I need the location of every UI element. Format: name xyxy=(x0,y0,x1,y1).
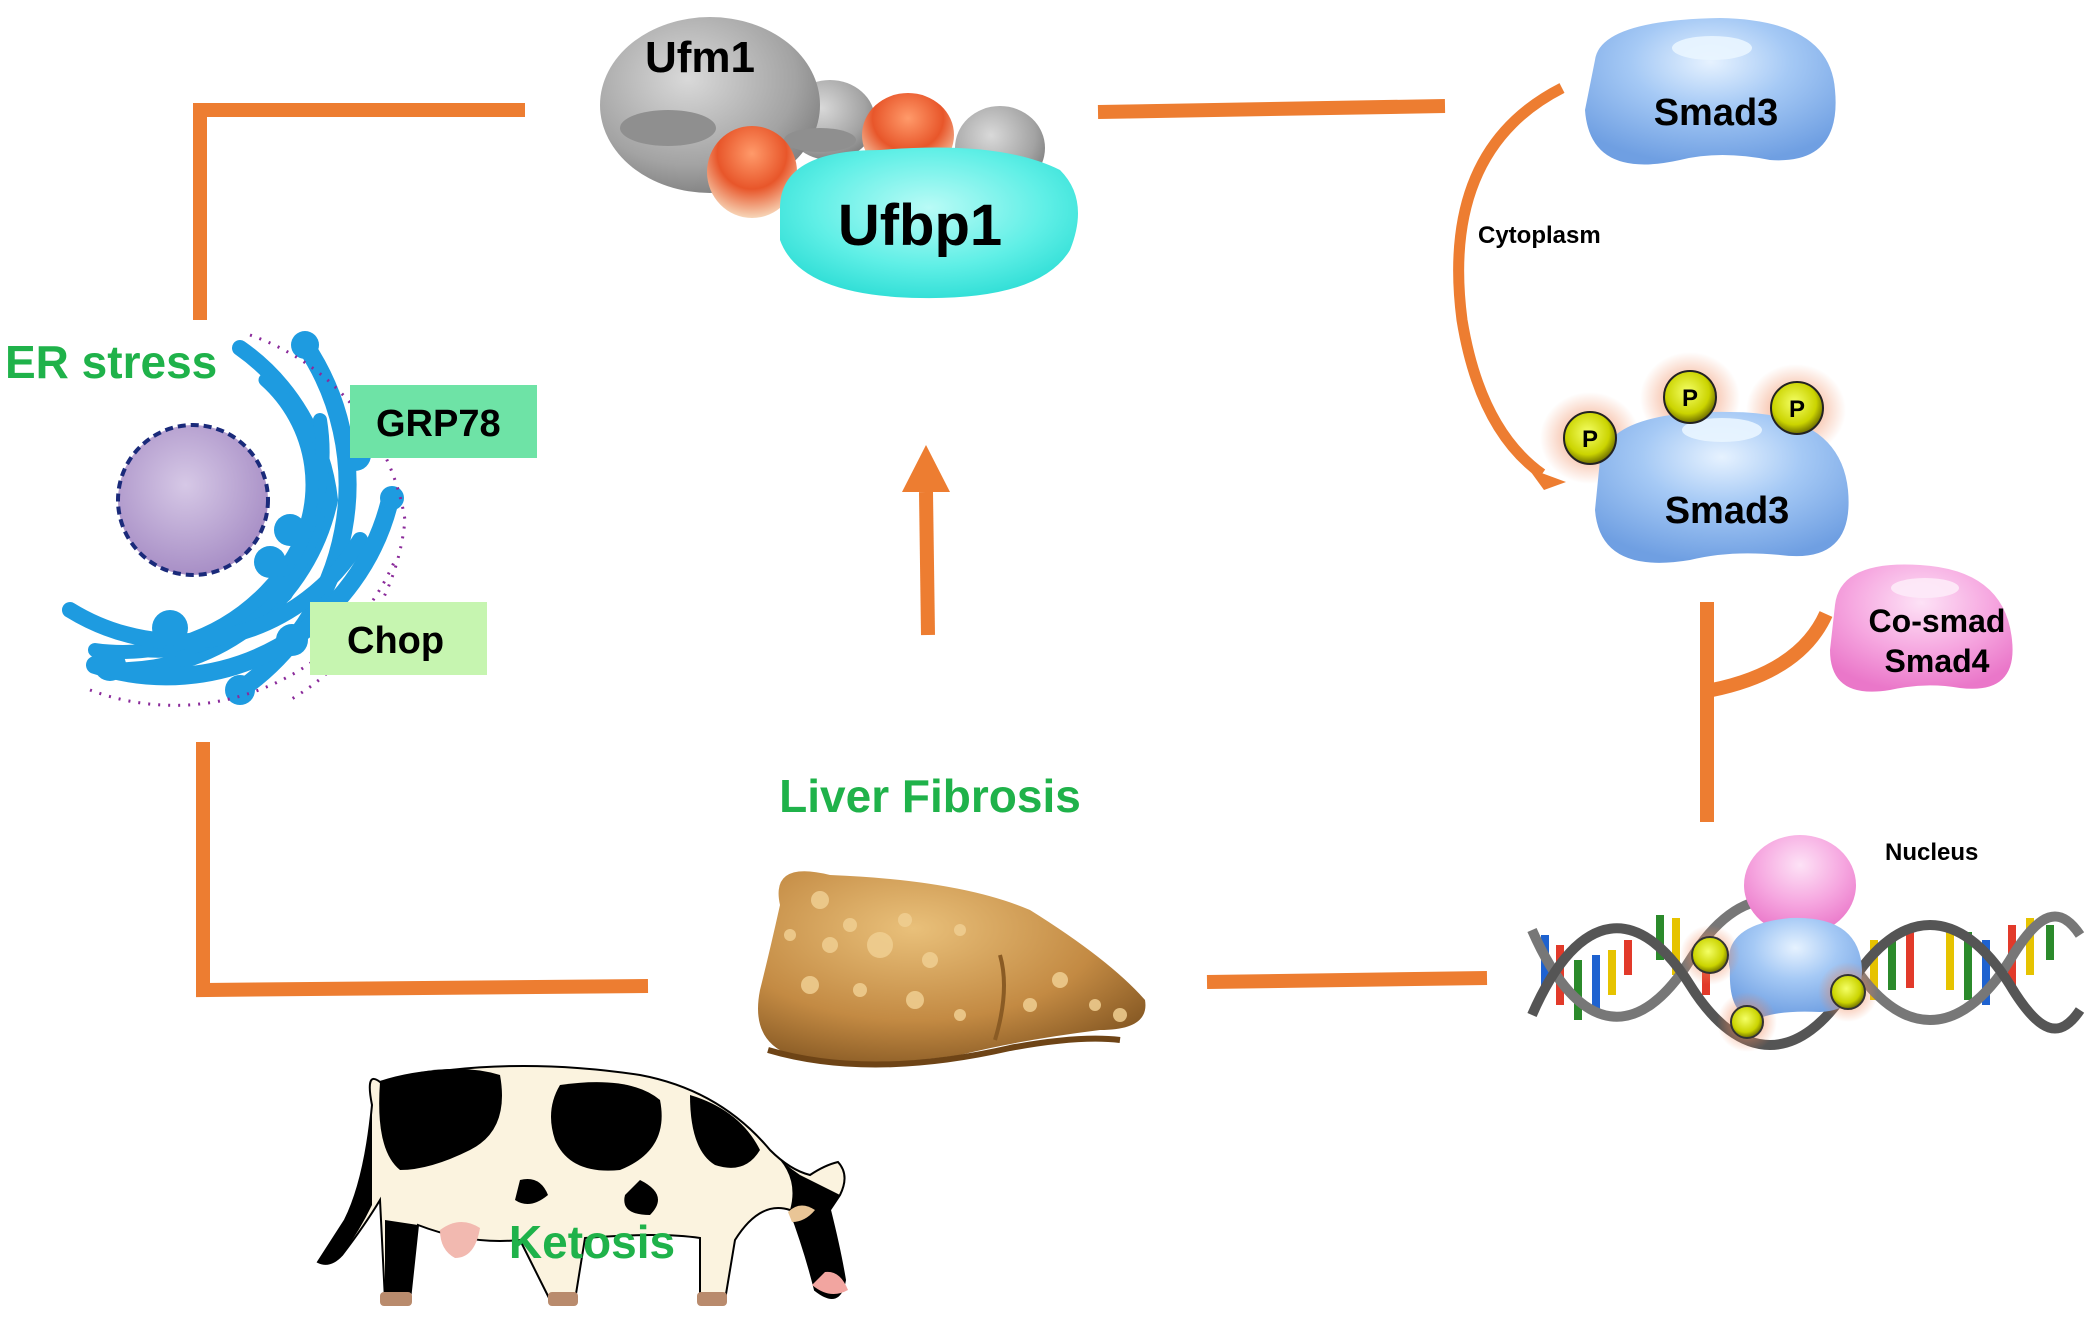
smad4-icon xyxy=(1830,564,2013,692)
chop-box xyxy=(310,602,487,675)
liver-up-arrowhead xyxy=(902,445,950,492)
connector-smad4-joining xyxy=(1710,610,1833,697)
cytoplasm-label: Cytoplasm xyxy=(1478,222,1601,249)
phosphorylated-smad3-icon xyxy=(1540,352,1849,563)
ufm1-label: Ufm1 xyxy=(645,33,755,82)
cytoplasm-arrow xyxy=(1453,83,1565,479)
er-stress-label: ER stress xyxy=(5,336,217,388)
connector-liver-to-dna xyxy=(1206,971,1488,989)
connector-lines xyxy=(193,99,1833,998)
phospho-p-label-1: P xyxy=(1582,426,1598,453)
ketosis-label: Ketosis xyxy=(509,1216,675,1268)
smad3-icon xyxy=(1585,18,1836,165)
ufm1-ufbp1-complex-icon xyxy=(600,17,1078,299)
cow-icon xyxy=(316,1065,848,1306)
connector-er-to-liver xyxy=(196,742,649,998)
er-organelle-icon xyxy=(62,331,407,707)
phospho-group xyxy=(1563,370,1824,465)
smad4-label: Smad4 xyxy=(1885,643,1990,679)
cytoplasm-arrowhead xyxy=(1528,468,1566,490)
chop-label: Chop xyxy=(347,620,444,662)
connector-er-to-ufm1 xyxy=(193,103,525,320)
ufbp1-label: Ufbp1 xyxy=(838,193,1002,258)
phospho-p-label-3: P xyxy=(1789,396,1805,423)
connector-ufm1-to-smad3 xyxy=(1097,99,1446,119)
liver-up-arrow-shaft xyxy=(919,491,935,636)
phospho-p-label-2: P xyxy=(1682,385,1698,412)
smad3-phos-label: Smad3 xyxy=(1665,490,1790,532)
grp78-label: GRP78 xyxy=(376,403,501,445)
grp78-box xyxy=(350,385,537,458)
cosmad-label: Co-smad xyxy=(1869,603,2006,639)
dna-helix-icon xyxy=(1527,835,2085,1052)
nucleus-label: Nucleus xyxy=(1885,839,1978,866)
liver-icon xyxy=(758,871,1146,1068)
smad3-top-label: Smad3 xyxy=(1654,92,1779,134)
liver-fibrosis-label: Liver Fibrosis xyxy=(779,770,1081,822)
